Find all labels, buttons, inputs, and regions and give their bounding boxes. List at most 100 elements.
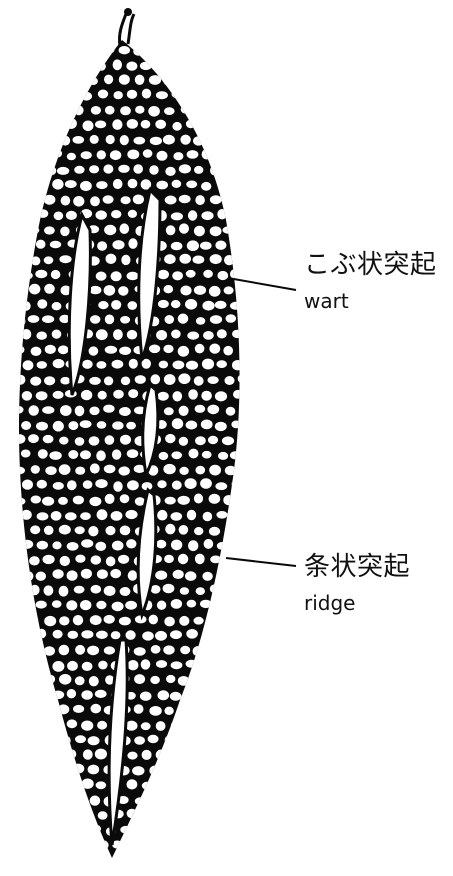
cell xyxy=(29,164,41,174)
cell xyxy=(45,75,54,85)
cell xyxy=(118,286,128,296)
cell xyxy=(210,584,219,593)
cell xyxy=(7,782,17,790)
cell xyxy=(21,661,33,671)
cell xyxy=(112,360,124,369)
cell xyxy=(157,151,168,161)
cell xyxy=(196,674,205,683)
cell xyxy=(157,779,168,789)
cell xyxy=(29,284,40,295)
cell xyxy=(106,556,116,566)
cell xyxy=(120,826,131,834)
cell xyxy=(87,43,99,54)
cell xyxy=(224,585,236,595)
cell xyxy=(208,616,220,626)
cell xyxy=(128,389,138,398)
cell xyxy=(166,225,176,235)
cell xyxy=(66,810,76,818)
cell xyxy=(96,210,107,219)
cell xyxy=(233,841,243,850)
cell xyxy=(224,794,235,804)
cell xyxy=(44,195,56,205)
cell xyxy=(126,841,138,849)
cell xyxy=(37,629,47,639)
cell xyxy=(165,315,175,324)
cell xyxy=(36,391,48,400)
cell xyxy=(239,194,250,205)
cell xyxy=(127,480,139,490)
cell xyxy=(179,254,191,264)
cell xyxy=(164,407,174,415)
cell xyxy=(104,646,115,654)
cell xyxy=(30,135,41,145)
cell xyxy=(35,721,47,731)
cell xyxy=(111,511,123,521)
cell xyxy=(21,510,32,520)
cell xyxy=(103,164,113,173)
cell xyxy=(96,361,106,369)
cell xyxy=(222,436,234,445)
cell xyxy=(217,782,228,790)
cell xyxy=(203,512,213,521)
cell xyxy=(239,525,251,533)
cell xyxy=(218,90,228,100)
cell xyxy=(172,122,181,131)
cell xyxy=(232,541,242,550)
cell xyxy=(210,165,220,175)
cell xyxy=(187,332,199,340)
cell xyxy=(59,437,68,445)
cell xyxy=(81,151,92,159)
cell xyxy=(29,556,40,565)
cell xyxy=(95,690,107,698)
cell xyxy=(67,570,78,580)
cell xyxy=(150,137,162,145)
cell xyxy=(188,540,198,551)
cell xyxy=(217,209,227,219)
cell xyxy=(28,315,40,323)
stalk xyxy=(119,8,134,46)
cell xyxy=(75,645,85,655)
cell xyxy=(22,90,33,98)
cell xyxy=(59,525,71,535)
cell xyxy=(91,555,102,564)
cell xyxy=(13,554,25,564)
cell xyxy=(97,569,108,579)
cell xyxy=(104,465,116,474)
cell xyxy=(194,527,203,535)
cell xyxy=(185,571,196,581)
cell xyxy=(46,675,56,684)
cell xyxy=(215,301,227,309)
cell xyxy=(201,661,212,671)
cell xyxy=(203,631,213,640)
cell xyxy=(238,106,249,114)
cell xyxy=(37,841,47,849)
cell xyxy=(29,197,39,205)
cell xyxy=(65,118,77,129)
cell xyxy=(37,299,47,308)
cell xyxy=(95,749,107,760)
cell xyxy=(201,420,213,430)
cell xyxy=(44,106,54,114)
cell xyxy=(88,526,98,536)
cell xyxy=(81,92,92,101)
cell xyxy=(35,270,47,278)
cell xyxy=(90,796,101,806)
cell xyxy=(37,480,47,489)
cell xyxy=(157,392,168,401)
cell xyxy=(232,360,243,370)
cell xyxy=(81,690,92,700)
cell xyxy=(231,571,241,581)
cell xyxy=(240,287,250,296)
cell xyxy=(232,690,242,699)
cell xyxy=(165,196,177,205)
cell xyxy=(45,45,55,55)
cell xyxy=(96,272,107,281)
cell xyxy=(111,631,121,639)
cell xyxy=(30,377,41,386)
cell xyxy=(239,255,251,263)
cell xyxy=(202,451,212,459)
cell xyxy=(39,780,49,789)
cell xyxy=(230,302,241,310)
cell xyxy=(42,315,54,323)
